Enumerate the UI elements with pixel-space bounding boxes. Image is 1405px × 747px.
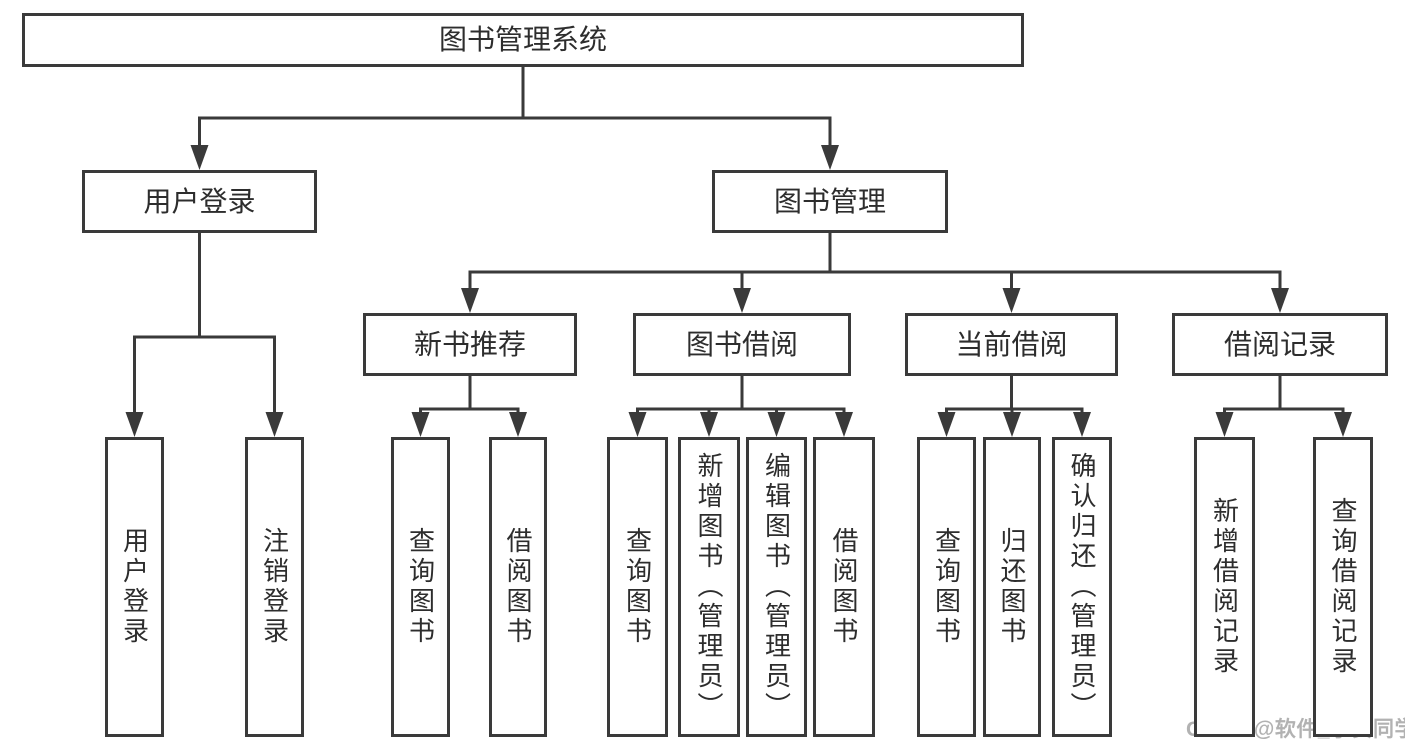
arrowhead-bb-edit <box>767 412 786 437</box>
node-label: 新书推荐 <box>413 328 526 360</box>
arrowhead-current-borrow <box>1002 288 1021 313</box>
arrowhead-cb-return <box>1003 412 1021 437</box>
connector-borrow-records <box>1223 374 1345 416</box>
node-bb-edit: 编辑图书（管理员） <box>746 437 807 737</box>
arrowhead-logout <box>265 412 284 437</box>
node-book-mgmt: 图书管理 <box>712 170 948 233</box>
node-label: 借阅图书 <box>503 527 533 647</box>
node-label: 用户登录 <box>119 527 150 647</box>
connector-root <box>198 65 832 149</box>
node-label: 借阅图书 <box>829 527 859 647</box>
node-nb-borrow: 借阅图书 <box>489 437 547 737</box>
connector-new-books <box>419 374 520 416</box>
node-login: 用户登录 <box>105 437 164 737</box>
arrowhead-borrow-records <box>1271 288 1289 313</box>
node-cb-query: 查询图书 <box>917 437 976 737</box>
arrowhead-bb-query <box>628 412 647 437</box>
arrowhead-cb-query <box>937 412 956 437</box>
node-cb-confirm: 确认归还（管理员） <box>1052 437 1112 737</box>
node-br-query: 查询借阅记录 <box>1313 437 1373 737</box>
arrowhead-bb-borrow <box>835 412 853 437</box>
node-label: 查询图书 <box>622 527 653 647</box>
node-user-login: 用户登录 <box>82 170 317 233</box>
node-logout: 注销登录 <box>245 437 304 737</box>
node-label: 图书管理系统 <box>438 24 607 55</box>
node-label: 当前借阅 <box>955 328 1068 360</box>
node-label: 借阅记录 <box>1223 328 1336 360</box>
node-label: 新增图书（管理员） <box>694 452 724 722</box>
arrowhead-new-books <box>461 288 479 313</box>
node-nb-query: 查询图书 <box>391 437 450 737</box>
node-label: 注销登录 <box>259 527 290 647</box>
node-new-books: 新书推荐 <box>363 313 577 376</box>
node-label: 新增借阅记录 <box>1209 497 1240 677</box>
node-label: 归还图书 <box>997 527 1027 647</box>
arrowhead-book-borrow <box>733 288 751 313</box>
arrowhead-cb-confirm <box>1073 412 1091 437</box>
arrowhead-nb-query <box>411 412 430 437</box>
arrowhead-nb-borrow <box>509 412 527 437</box>
connector-book-borrow <box>636 374 846 416</box>
node-bb-borrow: 借阅图书 <box>813 437 875 737</box>
node-bb-query: 查询图书 <box>607 437 668 737</box>
connector-book-mgmt <box>468 231 1282 292</box>
node-root: 图书管理系统 <box>22 13 1024 67</box>
node-br-add: 新增借阅记录 <box>1194 437 1255 737</box>
node-label: 查询借阅记录 <box>1328 497 1358 677</box>
arrowhead-br-query <box>1334 412 1352 437</box>
node-current-borrow: 当前借阅 <box>905 313 1118 376</box>
node-book-borrow: 图书借阅 <box>633 313 851 376</box>
node-label: 确认归还（管理员） <box>1067 452 1097 722</box>
node-bb-add: 新增图书（管理员） <box>678 437 740 737</box>
connector-user-login <box>133 231 276 416</box>
arrowhead-book-mgmt <box>821 145 839 170</box>
arrowhead-bb-add <box>700 412 718 437</box>
node-label: 查询图书 <box>405 527 436 647</box>
node-label: 用户登录 <box>143 185 256 217</box>
arrowhead-br-add <box>1215 412 1234 437</box>
arrowhead-user-login <box>190 145 209 170</box>
node-label: 图书管理 <box>773 185 886 217</box>
node-label: 图书借阅 <box>685 328 798 360</box>
node-borrow-records: 借阅记录 <box>1172 313 1388 376</box>
node-label: 编辑图书（管理员） <box>761 452 792 722</box>
arrowhead-login <box>125 412 144 437</box>
connector-current-borrow <box>945 374 1084 416</box>
node-cb-return: 归还图书 <box>983 437 1041 737</box>
node-label: 查询图书 <box>931 527 962 647</box>
